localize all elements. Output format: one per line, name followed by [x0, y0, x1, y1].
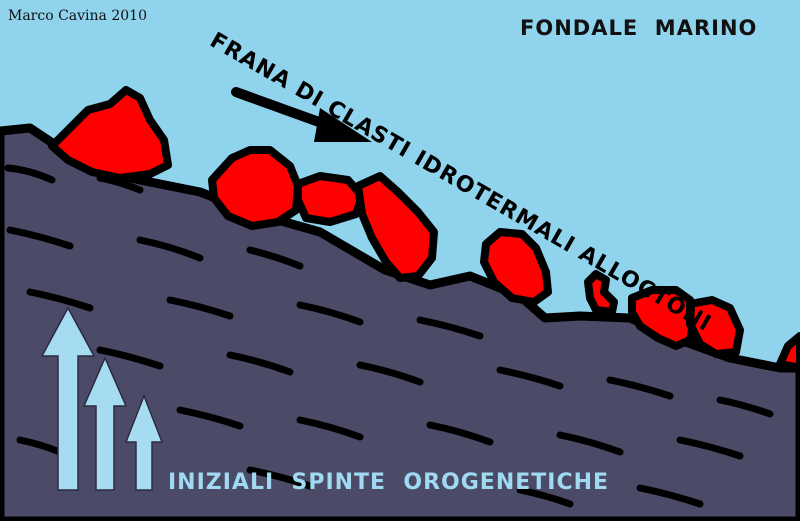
thrust-arrow-large — [40, 306, 96, 491]
clast-6 — [584, 270, 618, 316]
clast-8 — [686, 296, 744, 358]
clast-7 — [628, 286, 698, 350]
rock-strata — [4, 164, 774, 508]
clast-4 — [354, 172, 438, 282]
slide-direction-arrow — [231, 87, 372, 142]
clast-9 — [776, 332, 800, 372]
thrusts-label: INIZIALI SPINTE OROGENETICHE — [168, 470, 610, 495]
clast-1 — [48, 86, 172, 182]
thrust-arrows — [40, 306, 164, 491]
clast-3 — [294, 172, 366, 226]
thrust-arrow-small — [124, 393, 164, 491]
clast-5 — [480, 228, 552, 306]
seafloor-label: FONDALE MARINO — [520, 16, 758, 40]
clasts — [48, 86, 800, 372]
thrust-arrow-medium — [82, 356, 128, 491]
clast-2 — [208, 146, 302, 230]
author-credit: Marco Cavina 2010 — [8, 8, 147, 24]
